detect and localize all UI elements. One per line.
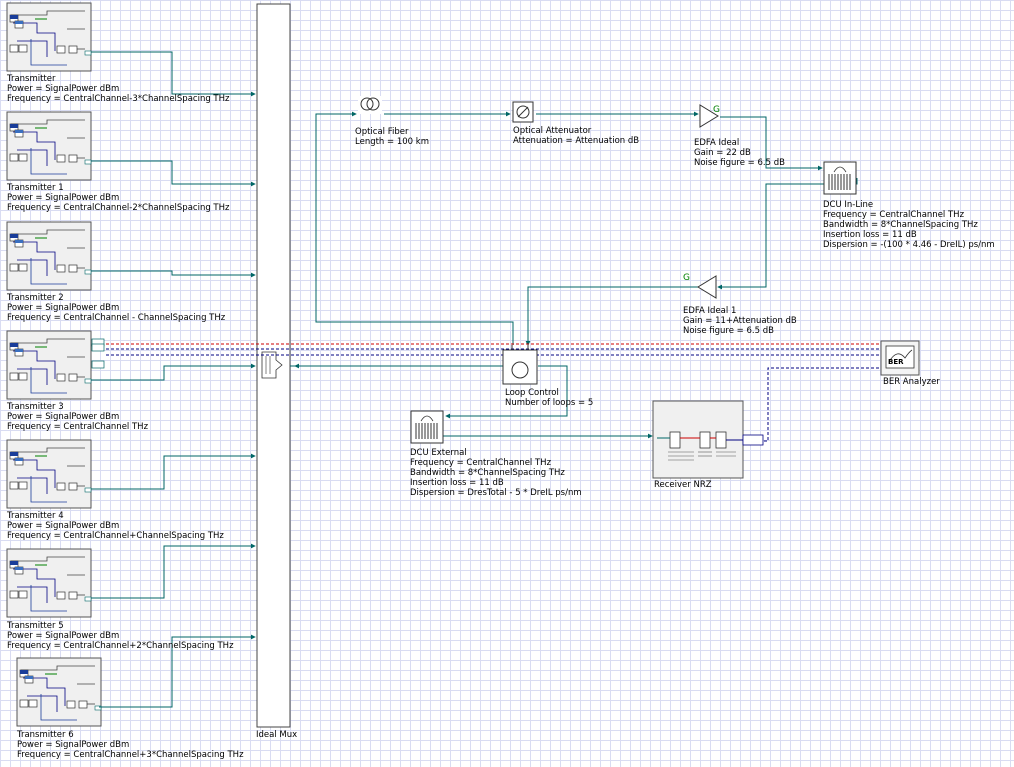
loop-control-loops: Number of loops = 5 (505, 398, 594, 408)
transmitter-1-frequency: Frequency = CentralChannel-2*ChannelSpac… (7, 203, 230, 213)
edfa-ideal-noise: Noise figure = 6.5 dB (694, 158, 785, 168)
transmitter-0-name: Transmitter (7, 74, 56, 84)
transmitter-4-block[interactable] (6, 439, 99, 509)
ideal-mux-block[interactable] (256, 3, 291, 728)
optical-fiber-block[interactable] (358, 96, 382, 114)
edfa-gain-glyph: G (713, 105, 720, 115)
wires-main-loop (290, 111, 858, 439)
transmitter-3-name: Transmitter 3 (7, 402, 64, 412)
edfa-ideal-1-noise: Noise figure = 6.5 dB (683, 326, 774, 336)
transmitter-4-name: Transmitter 4 (7, 511, 64, 521)
edfa-ideal-1-name: EDFA Ideal 1 (683, 306, 737, 316)
optical-fiber-length: Length = 100 km (355, 137, 429, 147)
optical-attenuator-label: Optical Attenuator Attenuation = Attenua… (513, 126, 639, 146)
transmitter-4-power: Power = SignalPower dBm (7, 521, 120, 531)
wires-tx-to-mux (99, 51, 256, 708)
dcu-inline-name: DCU In-Line (823, 200, 874, 210)
edfa-ideal-name: EDFA Ideal (694, 138, 740, 148)
transmitter-6-frequency: Frequency = CentralChannel+3*ChannelSpac… (17, 750, 244, 760)
transmitter-2-power: Power = SignalPower dBm (7, 303, 120, 313)
dcu-external-frequency: Frequency = CentralChannel THz (410, 458, 552, 468)
transmitter-3-power: Power = SignalPower dBm (7, 412, 120, 422)
loop-control-label: Loop Control Number of loops = 5 (505, 388, 593, 408)
transmitter-1-power: Power = SignalPower dBm (7, 193, 120, 203)
optical-attenuator-block[interactable] (512, 101, 534, 123)
transmitter-2-label: Transmitter 2 Power = SignalPower dBm Fr… (7, 293, 225, 323)
edfa-ideal-block[interactable]: G (699, 104, 720, 128)
transmitter-6-name: Transmitter 6 (17, 730, 74, 740)
optical-attenuator-value: Attenuation = Attenuation dB (513, 136, 640, 146)
transmitter-5-block[interactable] (6, 548, 99, 618)
receiver-nrz-block[interactable] (652, 400, 764, 479)
edfa1-gain-glyph: G (683, 273, 690, 283)
transmitter-6-block[interactable] (16, 657, 109, 727)
loop-control-name: Loop Control (505, 388, 559, 398)
edfa-ideal-gain: Gain = 22 dB (694, 148, 751, 158)
transmitter-5-frequency: Frequency = CentralChannel+2*ChannelSpac… (7, 641, 234, 651)
dcu-external-insertion: Insertion loss = 11 dB (410, 478, 504, 488)
transmitter-3-ports (91, 338, 105, 369)
transmitter-0-block[interactable] (6, 2, 99, 72)
transmitter-4-frequency: Frequency = CentralChannel+ChannelSpacin… (7, 531, 224, 541)
optical-fiber-label: Optical Fiber Length = 100 km (355, 127, 429, 147)
transmitter-3-label: Transmitter 3 Power = SignalPower dBm Fr… (7, 402, 148, 432)
dcu-inline-bandwidth: Bandwidth = 8*ChannelSpacing THz (823, 220, 978, 230)
ber-analyzer-label: BER Analyzer (883, 377, 940, 387)
transmitter-3-block[interactable] (6, 330, 99, 400)
ideal-mux-label: Ideal Mux (256, 730, 298, 740)
transmitter-3-frequency: Frequency = CentralChannel THz (7, 422, 149, 432)
wires-to-ber (106, 343, 880, 442)
edfa-ideal-label: EDFA Ideal Gain = 22 dB Noise figure = 6… (694, 138, 785, 168)
transmitter-5-name: Transmitter 5 (7, 621, 64, 631)
optical-fiber-name: Optical Fiber (355, 127, 409, 137)
transmitter-0-power: Power = SignalPower dBm (7, 84, 120, 94)
edfa-ideal-1-block[interactable]: G (683, 273, 717, 299)
transmitter-1-block[interactable] (6, 111, 99, 181)
dcu-external-name: DCU External (410, 448, 467, 458)
transmitter-0-frequency: Frequency = CentralChannel-3*ChannelSpac… (7, 94, 230, 104)
transmitter-5-label: Transmitter 5 Power = SignalPower dBm Fr… (7, 621, 234, 651)
dcu-external-label: DCU External Frequency = CentralChannel … (410, 448, 582, 498)
edfa-ideal-1-label: EDFA Ideal 1 Gain = 11+Attenuation dB No… (683, 306, 797, 336)
transmitter-2-frequency: Frequency = CentralChannel - ChannelSpac… (7, 313, 226, 323)
dcu-inline-dispersion: Dispersion = -(100 * 4.46 - DreIL) ps/nm (823, 240, 995, 250)
transmitter-6-power: Power = SignalPower dBm (17, 740, 130, 750)
transmitter-4-label: Transmitter 4 Power = SignalPower dBm Fr… (7, 511, 224, 541)
dcu-inline-frequency: Frequency = CentralChannel THz (823, 210, 965, 220)
ber-analyzer-block[interactable]: BER (880, 340, 920, 376)
dcu-inline-block[interactable] (823, 161, 857, 195)
loop-control-block[interactable] (502, 345, 538, 385)
dcu-inline-insertion: Insertion loss = 11 dB (823, 230, 917, 240)
transmitter-0-label: Transmitter Power = SignalPower dBm Freq… (7, 74, 229, 104)
transmitter-1-name: Transmitter 1 (7, 183, 64, 193)
edfa-ideal-1-gain: Gain = 11+Attenuation dB (683, 316, 797, 326)
transmitter-2-name: Transmitter 2 (7, 293, 64, 303)
transmitter-6-label: Transmitter 6 Power = SignalPower dBm Fr… (17, 730, 244, 760)
dcu-external-dispersion: Dispersion = DresTotal - 5 * DreIL ps/nm (410, 488, 582, 498)
receiver-nrz-label: Receiver NRZ (654, 480, 712, 490)
optical-attenuator-name: Optical Attenuator (513, 126, 592, 136)
transmitter-1-label: Transmitter 1 Power = SignalPower dBm Fr… (7, 183, 229, 213)
dcu-inline-label: DCU In-Line Frequency = CentralChannel T… (823, 200, 995, 250)
dcu-external-bandwidth: Bandwidth = 8*ChannelSpacing THz (410, 468, 565, 478)
dcu-external-block[interactable] (410, 410, 444, 444)
transmitter-5-power: Power = SignalPower dBm (7, 631, 120, 641)
ber-icon-text: BER (888, 358, 904, 366)
transmitter-2-block[interactable] (6, 221, 99, 291)
